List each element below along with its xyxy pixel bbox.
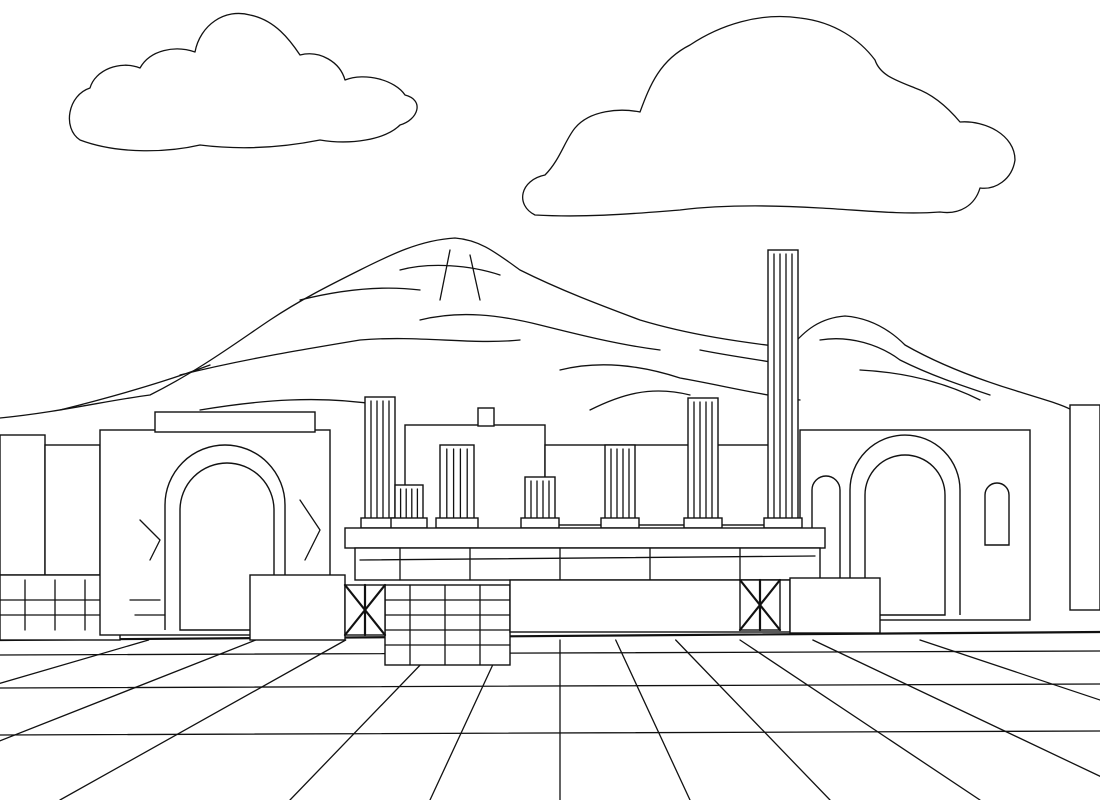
column-shaft: [687, 397, 719, 526]
column-base: [763, 517, 803, 529]
crossed-wooden-box-right: [738, 578, 782, 632]
column: [520, 476, 560, 529]
floor-row-line: [0, 683, 1100, 689]
floor-seam-line: [59, 639, 347, 800]
floor-seam-line: [675, 639, 831, 800]
ground-line: [0, 630, 1100, 642]
column-base: [520, 517, 560, 529]
column: [763, 249, 803, 529]
mountain-vesuvius: [0, 237, 1076, 419]
column: [600, 444, 640, 529]
floor-seam-line: [739, 639, 981, 800]
column-shaft: [364, 396, 396, 526]
column-base: [435, 517, 479, 529]
floor-seam-line: [919, 639, 1100, 701]
floor-row-line: [0, 730, 1100, 736]
floor-seam-line: [812, 639, 1100, 777]
column-base: [683, 517, 723, 529]
cloud-right: [522, 15, 1016, 217]
column-base: [390, 517, 428, 529]
temple-podium: [249, 527, 881, 666]
floor-seam-line: [0, 639, 150, 685]
temple-columns: [360, 249, 803, 529]
column: [360, 396, 400, 529]
column-base: [600, 517, 640, 529]
column: [683, 397, 723, 529]
floor-seam-line: [0, 639, 257, 742]
column-shaft: [524, 476, 556, 526]
back-walls: [404, 407, 776, 531]
column-shaft: [767, 249, 799, 526]
mountain-ridge-lines: [59, 249, 991, 411]
column: [390, 484, 428, 529]
right-arch-building: [799, 404, 1100, 621]
left-ruined-walls: [0, 434, 121, 641]
column-shaft: [604, 444, 636, 526]
floor-seam-line: [429, 639, 505, 800]
column-shaft: [439, 444, 475, 526]
floor-seam-line: [615, 639, 691, 800]
floor-seam-line: [289, 639, 445, 800]
crossed-wooden-box-left: [343, 583, 387, 637]
cloud-left: [68, 12, 418, 152]
column: [435, 444, 479, 529]
paved-floor-grid: [0, 639, 1100, 800]
floor-row-line: [0, 650, 1100, 656]
